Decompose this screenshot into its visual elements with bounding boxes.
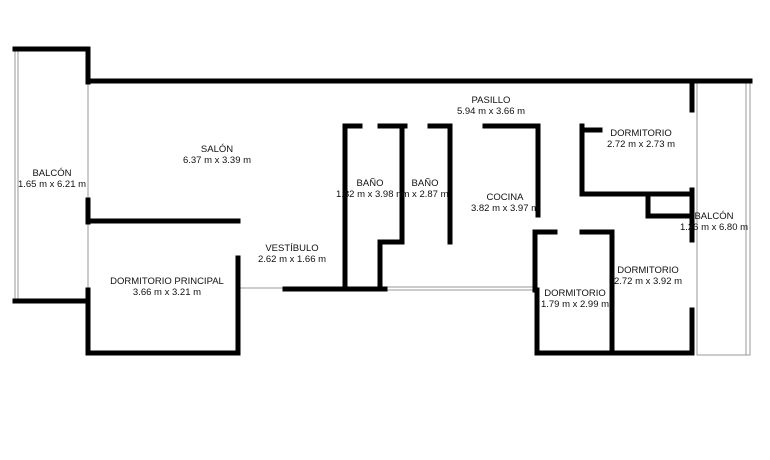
- room-size: 2.62 m x 1.66 m: [257, 254, 327, 265]
- room-size: 1.65 m x 6.21 m: [17, 179, 87, 190]
- thin-outlines: [14, 49, 751, 356]
- walls: [12, 46, 753, 356]
- room-name: COCINA: [486, 192, 524, 203]
- room-name: DORMITORIO: [617, 265, 679, 276]
- room-name: DORMITORIO PRINCIPAL: [110, 276, 224, 287]
- room-name: SALÓN: [200, 144, 234, 155]
- room-name: VESTÍBULO: [265, 243, 319, 254]
- room-size: 3.82 m x 3.97 m: [470, 203, 540, 214]
- room-size: 2.72 m x 3.92 m: [613, 276, 683, 287]
- room-size: 5.94 m x 3.66 m: [456, 106, 526, 117]
- room-size: m x 2.87 m: [401, 189, 449, 200]
- room-size: 1.26 m x 6.80 m: [679, 222, 749, 233]
- room-size: 2.72 m x 2.73 m: [606, 139, 676, 150]
- room-name: BAÑO: [356, 178, 384, 189]
- room-name: BAÑO: [411, 178, 439, 189]
- room-size: 3.66 m x 3.21 m: [132, 287, 202, 298]
- room-size: 1.79 m x 2.99 m: [540, 299, 610, 310]
- room-name: BALCÓN: [32, 168, 72, 179]
- room-name: PASILLO: [471, 95, 511, 106]
- room-name: DORMITORIO: [544, 288, 606, 299]
- room-name: DORMITORIO: [610, 128, 672, 139]
- room-size: 6.37 m x 3.39 m: [182, 155, 252, 166]
- room-name: BALCÓN: [694, 211, 734, 222]
- room-size: 1.82 m x 3.98 m: [335, 189, 405, 200]
